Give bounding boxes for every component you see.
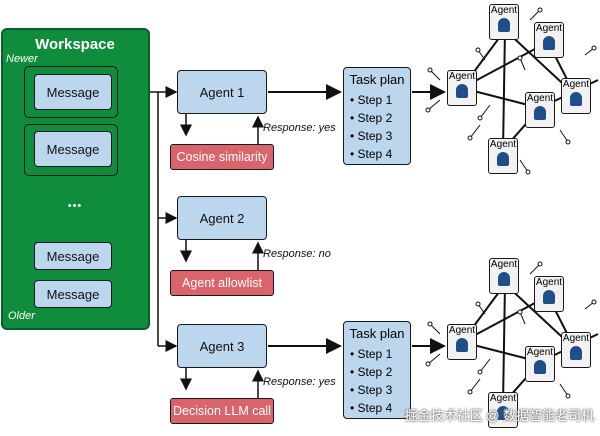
agent-3-response: Response: yes xyxy=(263,376,336,388)
network-agent-node[interactable]: Agent xyxy=(488,392,518,428)
agent-2-check: Agent allowlist xyxy=(170,270,274,296)
task-plan-1-step: • Step 3 xyxy=(350,129,393,143)
person-icon xyxy=(498,272,510,286)
newer-label: Newer xyxy=(6,53,38,65)
network-agent-node[interactable]: Agent xyxy=(534,22,564,58)
network-2-twigs xyxy=(425,261,597,399)
network-agent-node[interactable]: Agent xyxy=(534,276,564,312)
watermark: 掘金技术社区 @ 数据智能老司机 xyxy=(404,408,594,423)
task-plan-2[interactable]: Task plan • Step 1 • Step 2 • Step 3 • S… xyxy=(343,321,411,419)
message-newest[interactable]: Message xyxy=(34,74,112,110)
agent-3-check: Decision LLM call xyxy=(170,398,274,424)
agent-3-box[interactable]: Agent 3 xyxy=(177,324,267,368)
message-oldest[interactable]: Message xyxy=(34,280,112,308)
task-plan-1[interactable]: Task plan • Step 1 • Step 2 • Step 3 • S… xyxy=(343,67,411,165)
message-third[interactable]: Message xyxy=(34,242,112,270)
person-icon xyxy=(570,92,582,106)
network-agent-node[interactable]: Agent xyxy=(561,78,591,114)
agent-2-response: Response: no xyxy=(263,248,331,260)
network-agent-node[interactable]: Agent xyxy=(525,346,555,382)
person-icon xyxy=(456,338,468,352)
message-second[interactable]: Message xyxy=(34,131,112,167)
task-plan-1-step: • Step 4 xyxy=(350,147,393,161)
network-agent-node[interactable]: Agent xyxy=(489,4,519,40)
task-plan-2-step: • Step 2 xyxy=(350,365,393,379)
task-plan-2-step: • Step 4 xyxy=(350,401,393,415)
person-icon xyxy=(498,18,510,32)
person-icon xyxy=(543,36,555,50)
network-agent-node[interactable]: Agent xyxy=(447,70,477,106)
agent-1-box[interactable]: Agent 1 xyxy=(177,70,267,114)
person-icon xyxy=(497,406,509,420)
network-agent-node[interactable]: Agent xyxy=(447,324,477,360)
workspace-title: Workspace xyxy=(35,36,115,53)
network-1-twigs xyxy=(425,7,597,175)
person-icon xyxy=(534,360,546,374)
network-agent-node[interactable]: Agent xyxy=(488,138,518,174)
task-plan-1-step: • Step 1 xyxy=(350,93,393,107)
task-plan-1-step: • Step 2 xyxy=(350,111,393,125)
network-agent-node[interactable]: Agent xyxy=(525,92,555,128)
person-icon xyxy=(543,290,555,304)
network-agent-node[interactable]: Agent xyxy=(489,258,519,294)
agent-1-check: Cosine similarity xyxy=(170,144,274,170)
agent-1-response: Response: yes xyxy=(263,122,336,134)
task-plan-2-step: • Step 3 xyxy=(350,383,393,397)
task-plan-1-title: Task plan xyxy=(349,72,405,87)
network-agent-node[interactable]: Agent xyxy=(561,332,591,368)
person-icon xyxy=(570,346,582,360)
person-icon xyxy=(497,152,509,166)
agent-2-box[interactable]: Agent 2 xyxy=(177,196,267,240)
person-icon xyxy=(534,106,546,120)
older-label: Older xyxy=(8,310,35,322)
task-plan-2-step: • Step 1 xyxy=(350,347,393,361)
task-plan-2-title: Task plan xyxy=(349,326,405,341)
person-icon xyxy=(456,84,468,98)
message-ellipsis: ••• xyxy=(67,200,83,212)
